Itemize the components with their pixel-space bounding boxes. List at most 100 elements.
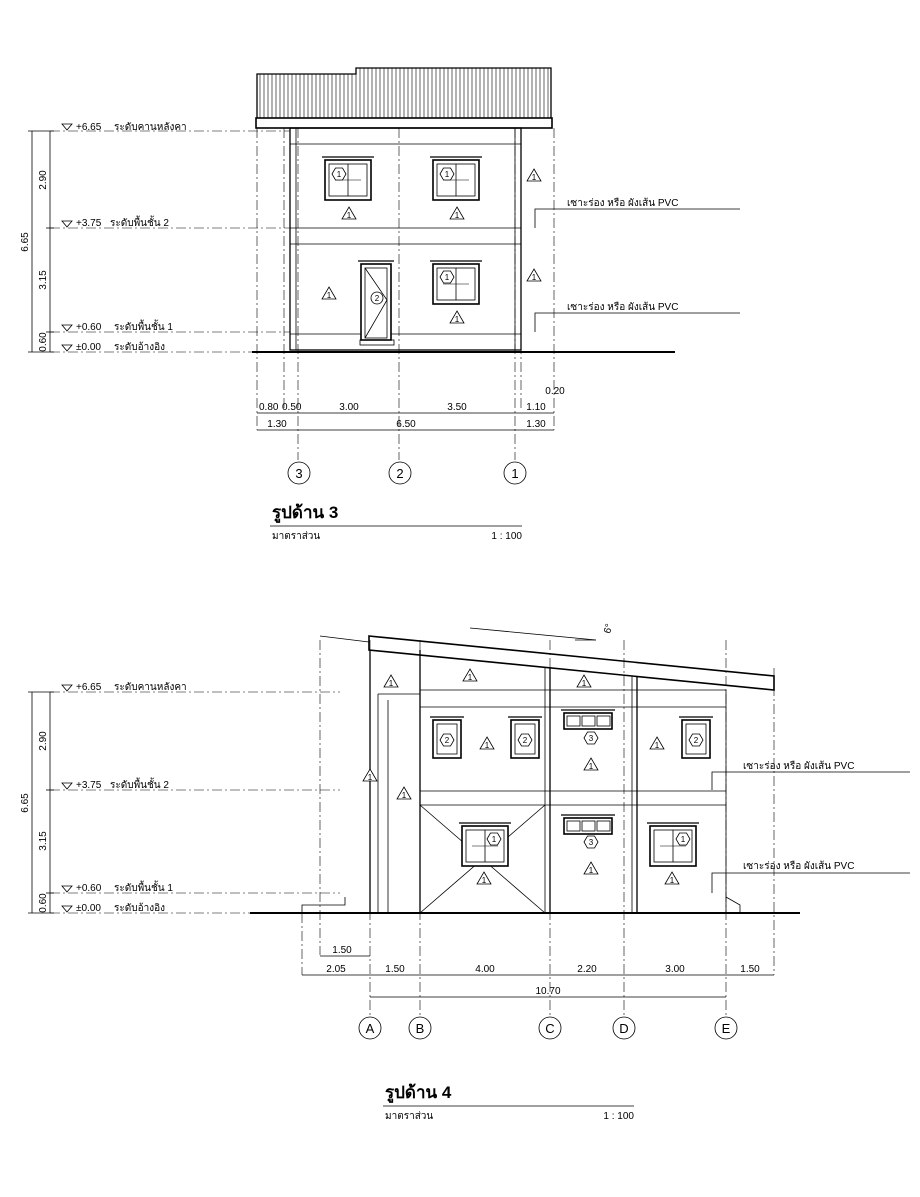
tag-label: 1: [445, 170, 450, 179]
level-label: ระดับพื้นชั้น 2: [110, 215, 169, 229]
tag-label: 1: [670, 876, 675, 885]
level-label: ระดับพื้นชั้น 1: [114, 880, 173, 894]
level-value: +6.65: [76, 122, 102, 133]
tag-label: 1: [455, 211, 460, 220]
title-block-3: รูปด้าน 3 มาตราส่วน 1 : 100: [270, 503, 522, 542]
vdim-3-15: 3.15: [38, 831, 49, 851]
grid-label: D: [619, 1021, 628, 1036]
building-outline: [250, 650, 800, 914]
dim-0-80: 0.80: [259, 402, 279, 413]
tag-label: 2: [445, 736, 450, 745]
window-lower-d: [647, 822, 699, 867]
dim-3-50: 3.50: [447, 402, 467, 413]
tag-label: 1: [455, 315, 460, 324]
vdim-2-90: 2.90: [38, 170, 49, 190]
vdim-total-6-65: 6.65: [20, 232, 31, 252]
dim-10-70: 10.70: [535, 986, 560, 997]
dim-0-50: 0.50: [282, 402, 302, 413]
window-upper-right: [430, 156, 482, 201]
scale-label: มาตราส่วน: [385, 1111, 433, 1122]
note-pvc-lower: เซาะร่อง หรือ ผังเส้น PVC: [567, 301, 678, 313]
level-value: +3.75: [76, 780, 102, 791]
vdim-3-15: 3.15: [38, 270, 49, 290]
tag-label: 1: [485, 741, 490, 750]
vdim-0-60: 0.60: [38, 893, 49, 913]
grid-label: 1: [511, 466, 518, 481]
pvc-notes: เซาะร่อง หรือ ผังเส้น PVC เซาะร่อง หรือ …: [711, 760, 910, 893]
tag-label: 1: [655, 741, 660, 750]
pvc-notes: เซาะร่อง หรือ ผังเส้น PVC เซาะร่อง หรือ …: [534, 197, 740, 332]
tag-label: 1: [402, 791, 407, 800]
grid-label: A: [366, 1021, 375, 1036]
tag-label: 1: [681, 835, 686, 844]
tag-label: 1: [347, 211, 352, 220]
window-upper-left: [322, 156, 374, 201]
tag-label: 1: [492, 835, 497, 844]
level-value: ±0.00: [76, 903, 101, 914]
vdim-total-6-65: 6.65: [20, 793, 31, 813]
drawing-title: รูปด้าน 3: [272, 503, 338, 524]
dim-3-00: 3.00: [339, 402, 359, 413]
tag-label: 1: [532, 273, 537, 282]
level-label: ระดับพื้นชั้น 2: [110, 777, 169, 791]
tag-label: 2: [694, 736, 699, 745]
tag-label: 2: [523, 736, 528, 745]
title-block-4: รูปด้าน 4 มาตราส่วน 1 : 100: [383, 1083, 634, 1122]
level-labels: +6.65 ระดับคานหลังคา +3.75 ระดับพื้นชั้น…: [61, 682, 187, 914]
level-label: ระดับอ้างอิง: [114, 902, 165, 914]
grid-label: 3: [295, 466, 302, 481]
dim-1-10: 1.10: [526, 402, 546, 413]
dim-0-20: 0.20: [545, 386, 565, 397]
vdim-0-60: 0.60: [38, 332, 49, 352]
dim-2-05: 2.05: [326, 964, 346, 975]
level-label: ระดับอ้างอิง: [114, 341, 165, 353]
tag-label: 1: [532, 173, 537, 182]
level-labels: +6.65 ระดับคานหลังคา +3.75 ระดับพื้นชั้น…: [61, 122, 187, 353]
grid-label: 2: [396, 466, 403, 481]
dim-2-20: 2.20: [577, 964, 597, 975]
level-label: ระดับพื้นชั้น 1: [114, 319, 173, 333]
tag-label: 2: [375, 294, 380, 303]
level-value: +0.60: [76, 883, 102, 894]
level-value: ±0.00: [76, 342, 101, 353]
note-pvc-upper: เซาะร่อง หรือ ผังเส้น PVC: [567, 197, 678, 209]
level-value: +6.65: [76, 682, 102, 693]
scale-value: 1 : 100: [491, 531, 522, 542]
tag-label: 1: [368, 773, 373, 782]
window-upper-a: [430, 716, 464, 759]
scale-label: มาตราส่วน: [272, 531, 320, 542]
tag-label: 1: [337, 170, 342, 179]
tag-label: 3: [589, 734, 594, 743]
dim-1-30-right: 1.30: [526, 419, 546, 430]
note-pvc-lower: เซาะร่อง หรือ ผังเส้น PVC: [743, 860, 854, 872]
tag-label: 3: [589, 838, 594, 847]
drawing-title: รูปด้าน 4: [385, 1083, 452, 1104]
window-upper-c: [561, 709, 615, 730]
vertical-dimensions: 2.90 3.15 0.60 6.65: [20, 130, 54, 353]
dim-1-50: 1.50: [385, 964, 405, 975]
vertical-dimensions: 2.90 3.15 0.60 6.65: [20, 691, 54, 914]
roof-slope-angle: 6°: [602, 623, 615, 635]
tag-label: 1: [327, 291, 332, 300]
level-label: ระดับคานหลังคา: [114, 122, 187, 133]
dim-1-50-right: 1.50: [740, 964, 760, 975]
building-outline: [252, 127, 675, 353]
dim-1-30-left: 1.30: [267, 419, 287, 430]
dim-1-50-offset: 1.50: [332, 945, 352, 956]
note-pvc-upper: เซาะร่อง หรือ ผังเส้น PVC: [743, 760, 854, 772]
material-tags: 1 1 1 2 1 1 1 1 1 1: [321, 167, 542, 324]
material-tags: 2 2 2 3 3 1 1 1 1 1 1 1 1 1 1 1 1 1: [362, 668, 704, 885]
tag-label: 1: [445, 273, 450, 282]
window-lower-right: [430, 260, 482, 305]
scale-value: 1 : 100: [603, 1111, 634, 1122]
tag-label: 1: [589, 866, 594, 875]
level-value: +0.60: [76, 322, 102, 333]
level-value: +3.75: [76, 218, 102, 229]
level-label: ระดับคานหลังคา: [114, 682, 187, 693]
elevation-4: 6°: [20, 623, 910, 1122]
grid-label: B: [416, 1021, 425, 1036]
dim-3-00: 3.00: [665, 964, 685, 975]
window-lower-c: [561, 814, 615, 835]
grid-bubbles: A B C D E: [358, 1016, 738, 1040]
